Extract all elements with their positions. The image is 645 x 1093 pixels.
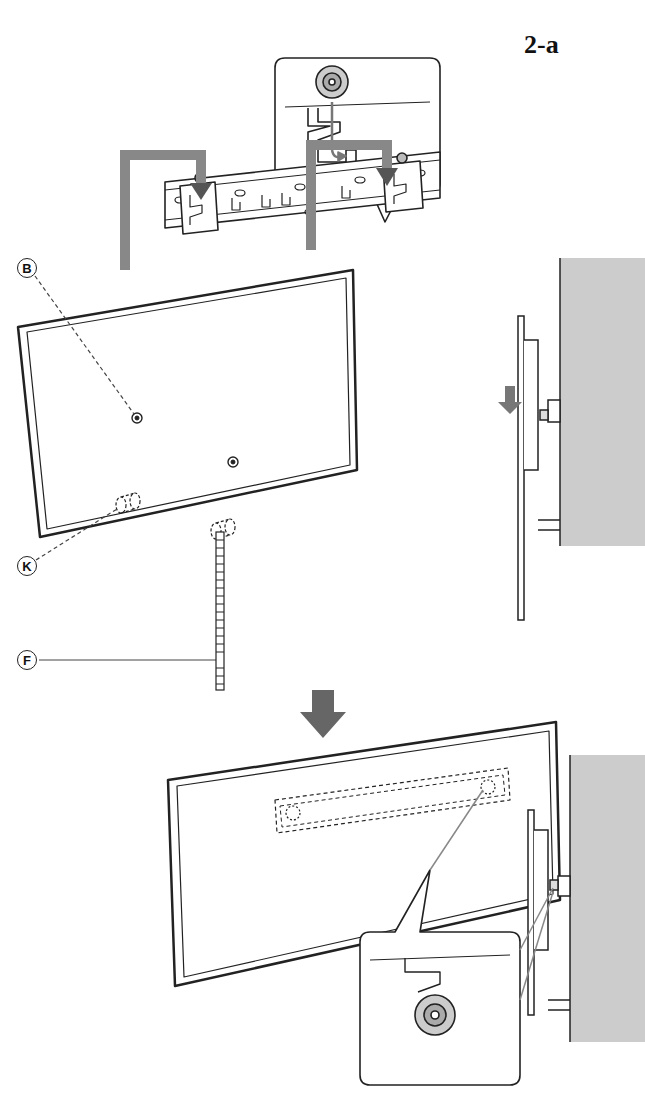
callout-letter: F <box>17 650 37 670</box>
callout-letter: B <box>17 258 37 278</box>
step-number: 2-a <box>524 30 559 60</box>
callout-letter: K <box>17 556 37 576</box>
